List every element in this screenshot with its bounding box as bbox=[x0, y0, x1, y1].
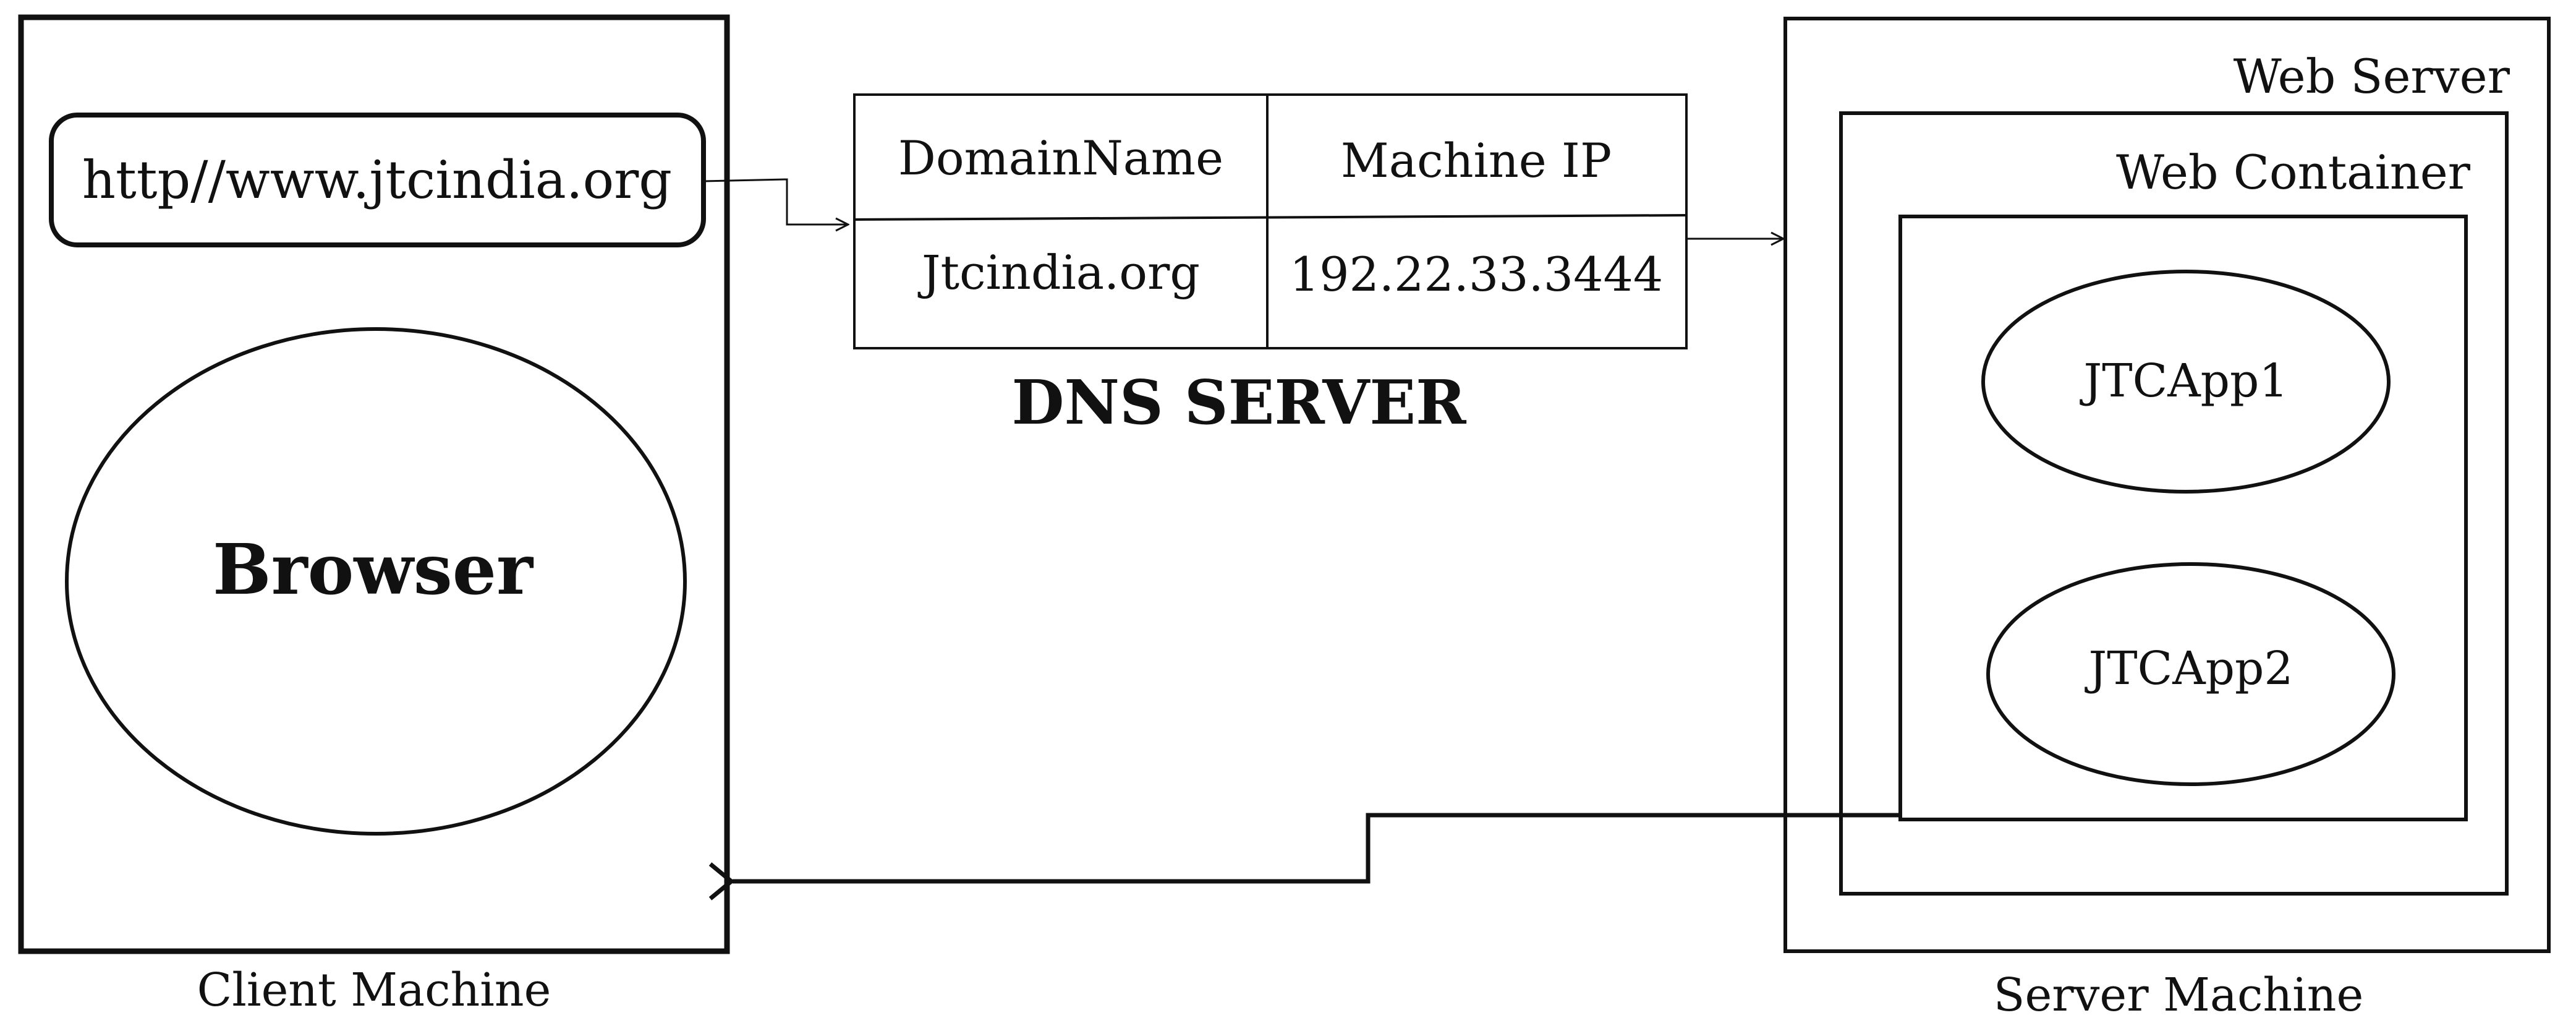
dns-cell-ip: 192.22.33.3444 bbox=[1290, 247, 1663, 302]
arrow-url-to-dns bbox=[703, 178, 848, 225]
server-machine-caption: Server Machine bbox=[1994, 969, 2363, 1022]
dns-header-ip: Machine IP bbox=[1341, 133, 1612, 188]
url-text: http//www.jtcindia.org bbox=[82, 150, 672, 210]
url-bar[interactable] bbox=[49, 113, 706, 247]
web-server-label: Web Server bbox=[2234, 49, 2510, 104]
browser-ellipse bbox=[65, 327, 687, 836]
browser-label: Browser bbox=[213, 529, 534, 610]
jtcapp2-label: JTCApp2 bbox=[2085, 642, 2293, 695]
web-container-label: Web Container bbox=[2116, 145, 2471, 200]
dns-table: DomainName Machine IP Jtcindia.org 192.2… bbox=[853, 93, 1688, 349]
dns-server-title: DNS SERVER bbox=[1011, 367, 1467, 438]
web-container-box bbox=[1839, 111, 2509, 896]
client-machine-box bbox=[18, 14, 730, 954]
app-area-box bbox=[1898, 215, 2468, 821]
client-machine-caption: Client Machine bbox=[197, 964, 551, 1017]
arrow-server-to-client bbox=[708, 813, 1900, 901]
dns-cell-domain: Jtcindia.org bbox=[917, 245, 1200, 300]
dns-table-border bbox=[853, 93, 1688, 349]
dns-table-row-divider bbox=[854, 214, 1687, 221]
web-server-box bbox=[1783, 17, 2551, 953]
jtcapp1-label: JTCApp1 bbox=[2080, 354, 2289, 408]
dns-header-domain: DomainName bbox=[898, 130, 1223, 186]
jtcapp2-ellipse bbox=[1986, 562, 2395, 786]
jtcapp1-ellipse bbox=[1981, 270, 2391, 494]
